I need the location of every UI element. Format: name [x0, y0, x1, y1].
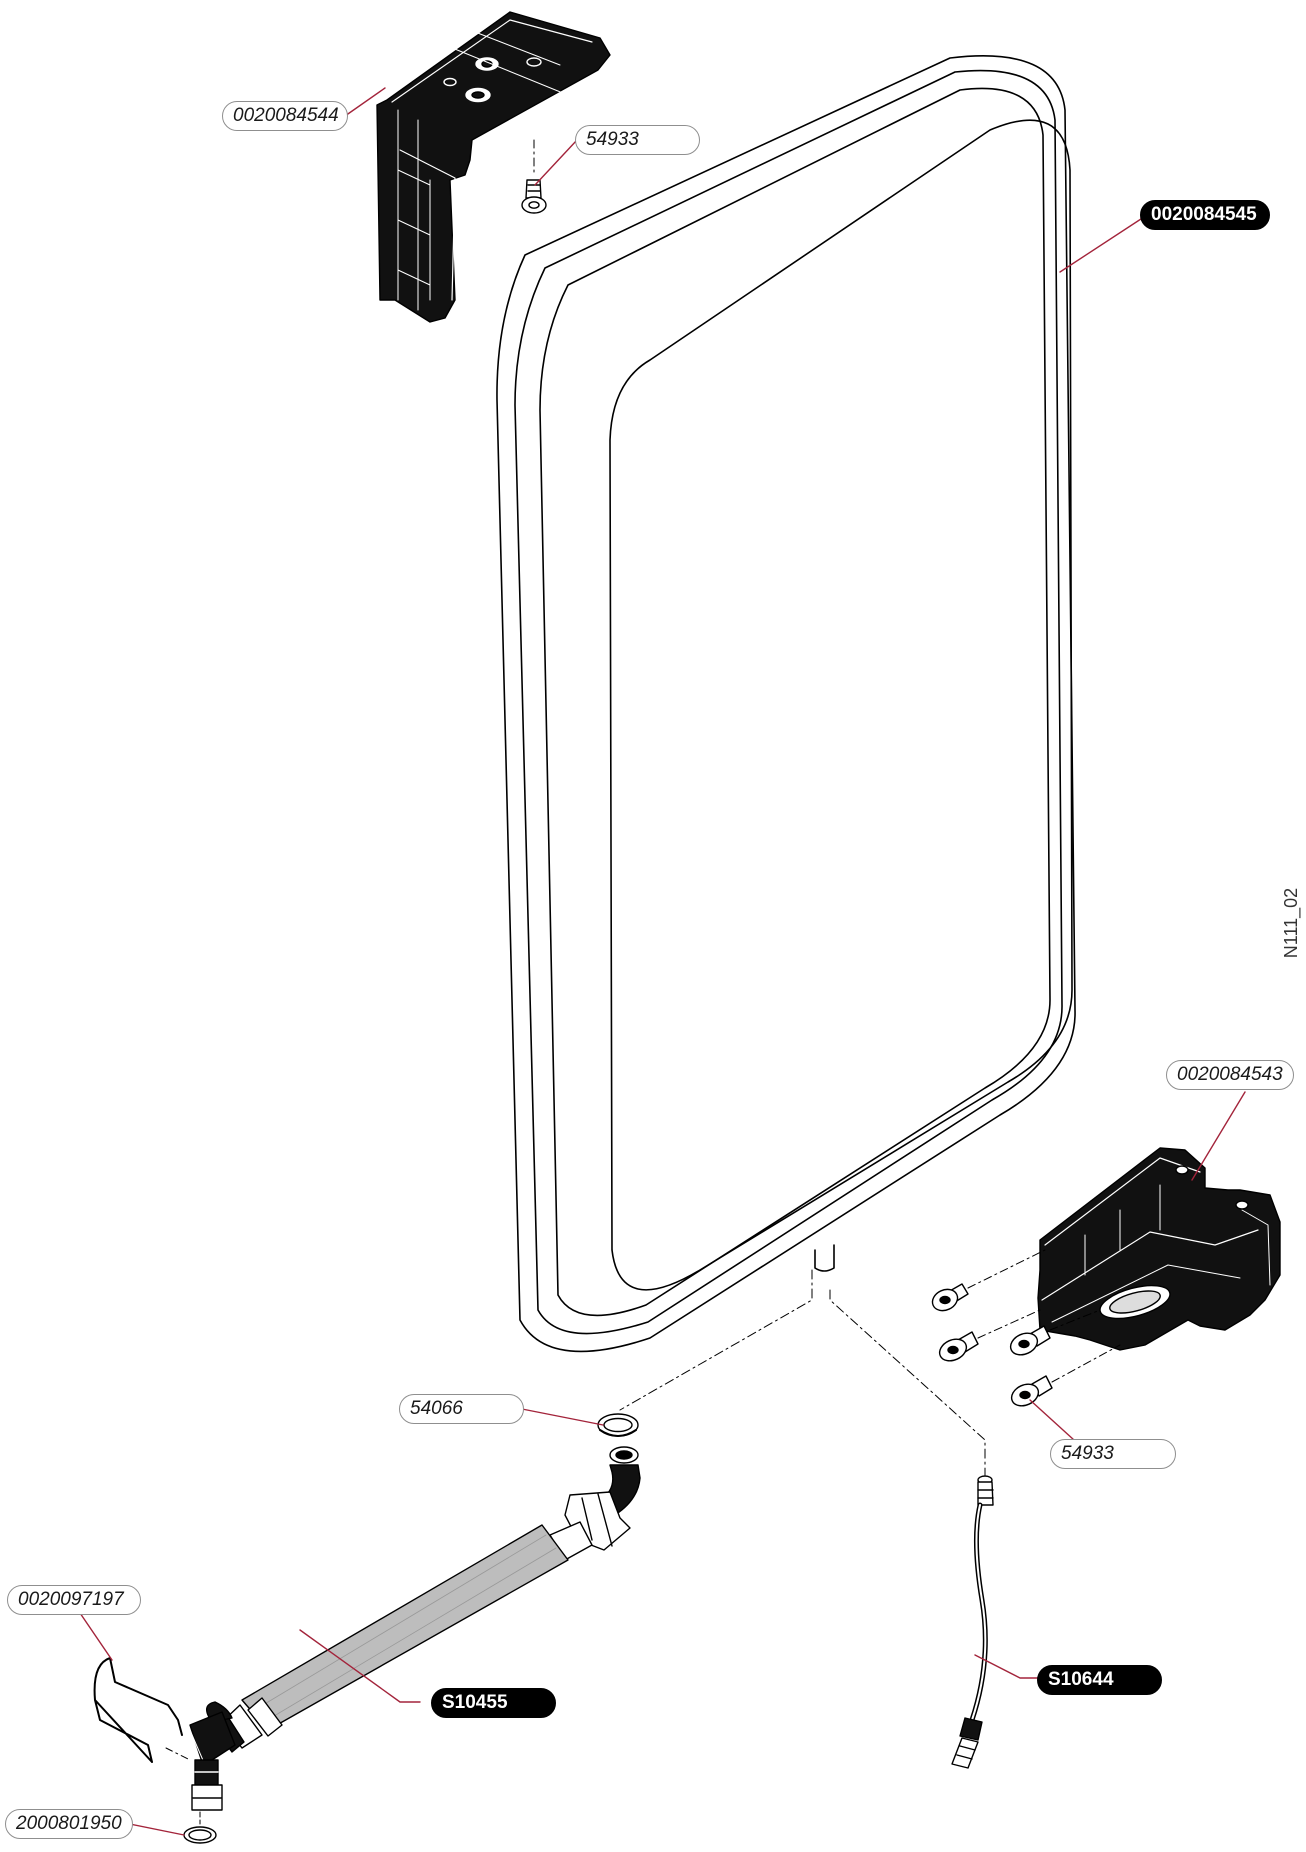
- lower-seal: [183, 1811, 217, 1844]
- top-screw: [521, 139, 547, 214]
- screw-3: [1009, 1325, 1051, 1356]
- callout-clip[interactable]: 0020097197: [7, 1585, 141, 1615]
- screw-1: [931, 1283, 969, 1312]
- expansion-vessel: [496, 55, 1076, 1353]
- callout-bracket-top[interactable]: 0020084544: [222, 101, 348, 131]
- screw-2: [938, 1331, 979, 1362]
- callout-bracket-bottom[interactable]: 0020084543: [1166, 1060, 1294, 1090]
- drawing-id: N111_02: [1281, 887, 1301, 959]
- callout-seal-lower[interactable]: 2000801950: [5, 1809, 133, 1839]
- screw-4: [1010, 1375, 1053, 1407]
- capillary-tube: [951, 1475, 994, 1769]
- callout-hose[interactable]: S10455: [431, 1688, 556, 1718]
- callout-screws-bottom[interactable]: 54933: [1050, 1439, 1176, 1469]
- callout-vessel[interactable]: 0020084545: [1140, 200, 1270, 230]
- hose-assembly: [189, 1446, 641, 1811]
- clip: [93, 1657, 191, 1763]
- top-bracket: [376, 11, 611, 323]
- callout-seal-upper[interactable]: 54066: [399, 1394, 524, 1424]
- upper-seal: [597, 1413, 639, 1437]
- callout-screw-top[interactable]: 54933: [575, 125, 700, 155]
- assembly-lines: [619, 1269, 986, 1476]
- callout-capillary[interactable]: S10644: [1037, 1665, 1162, 1695]
- bottom-screws: [931, 1249, 1121, 1407]
- bottom-bracket: [1037, 1147, 1281, 1351]
